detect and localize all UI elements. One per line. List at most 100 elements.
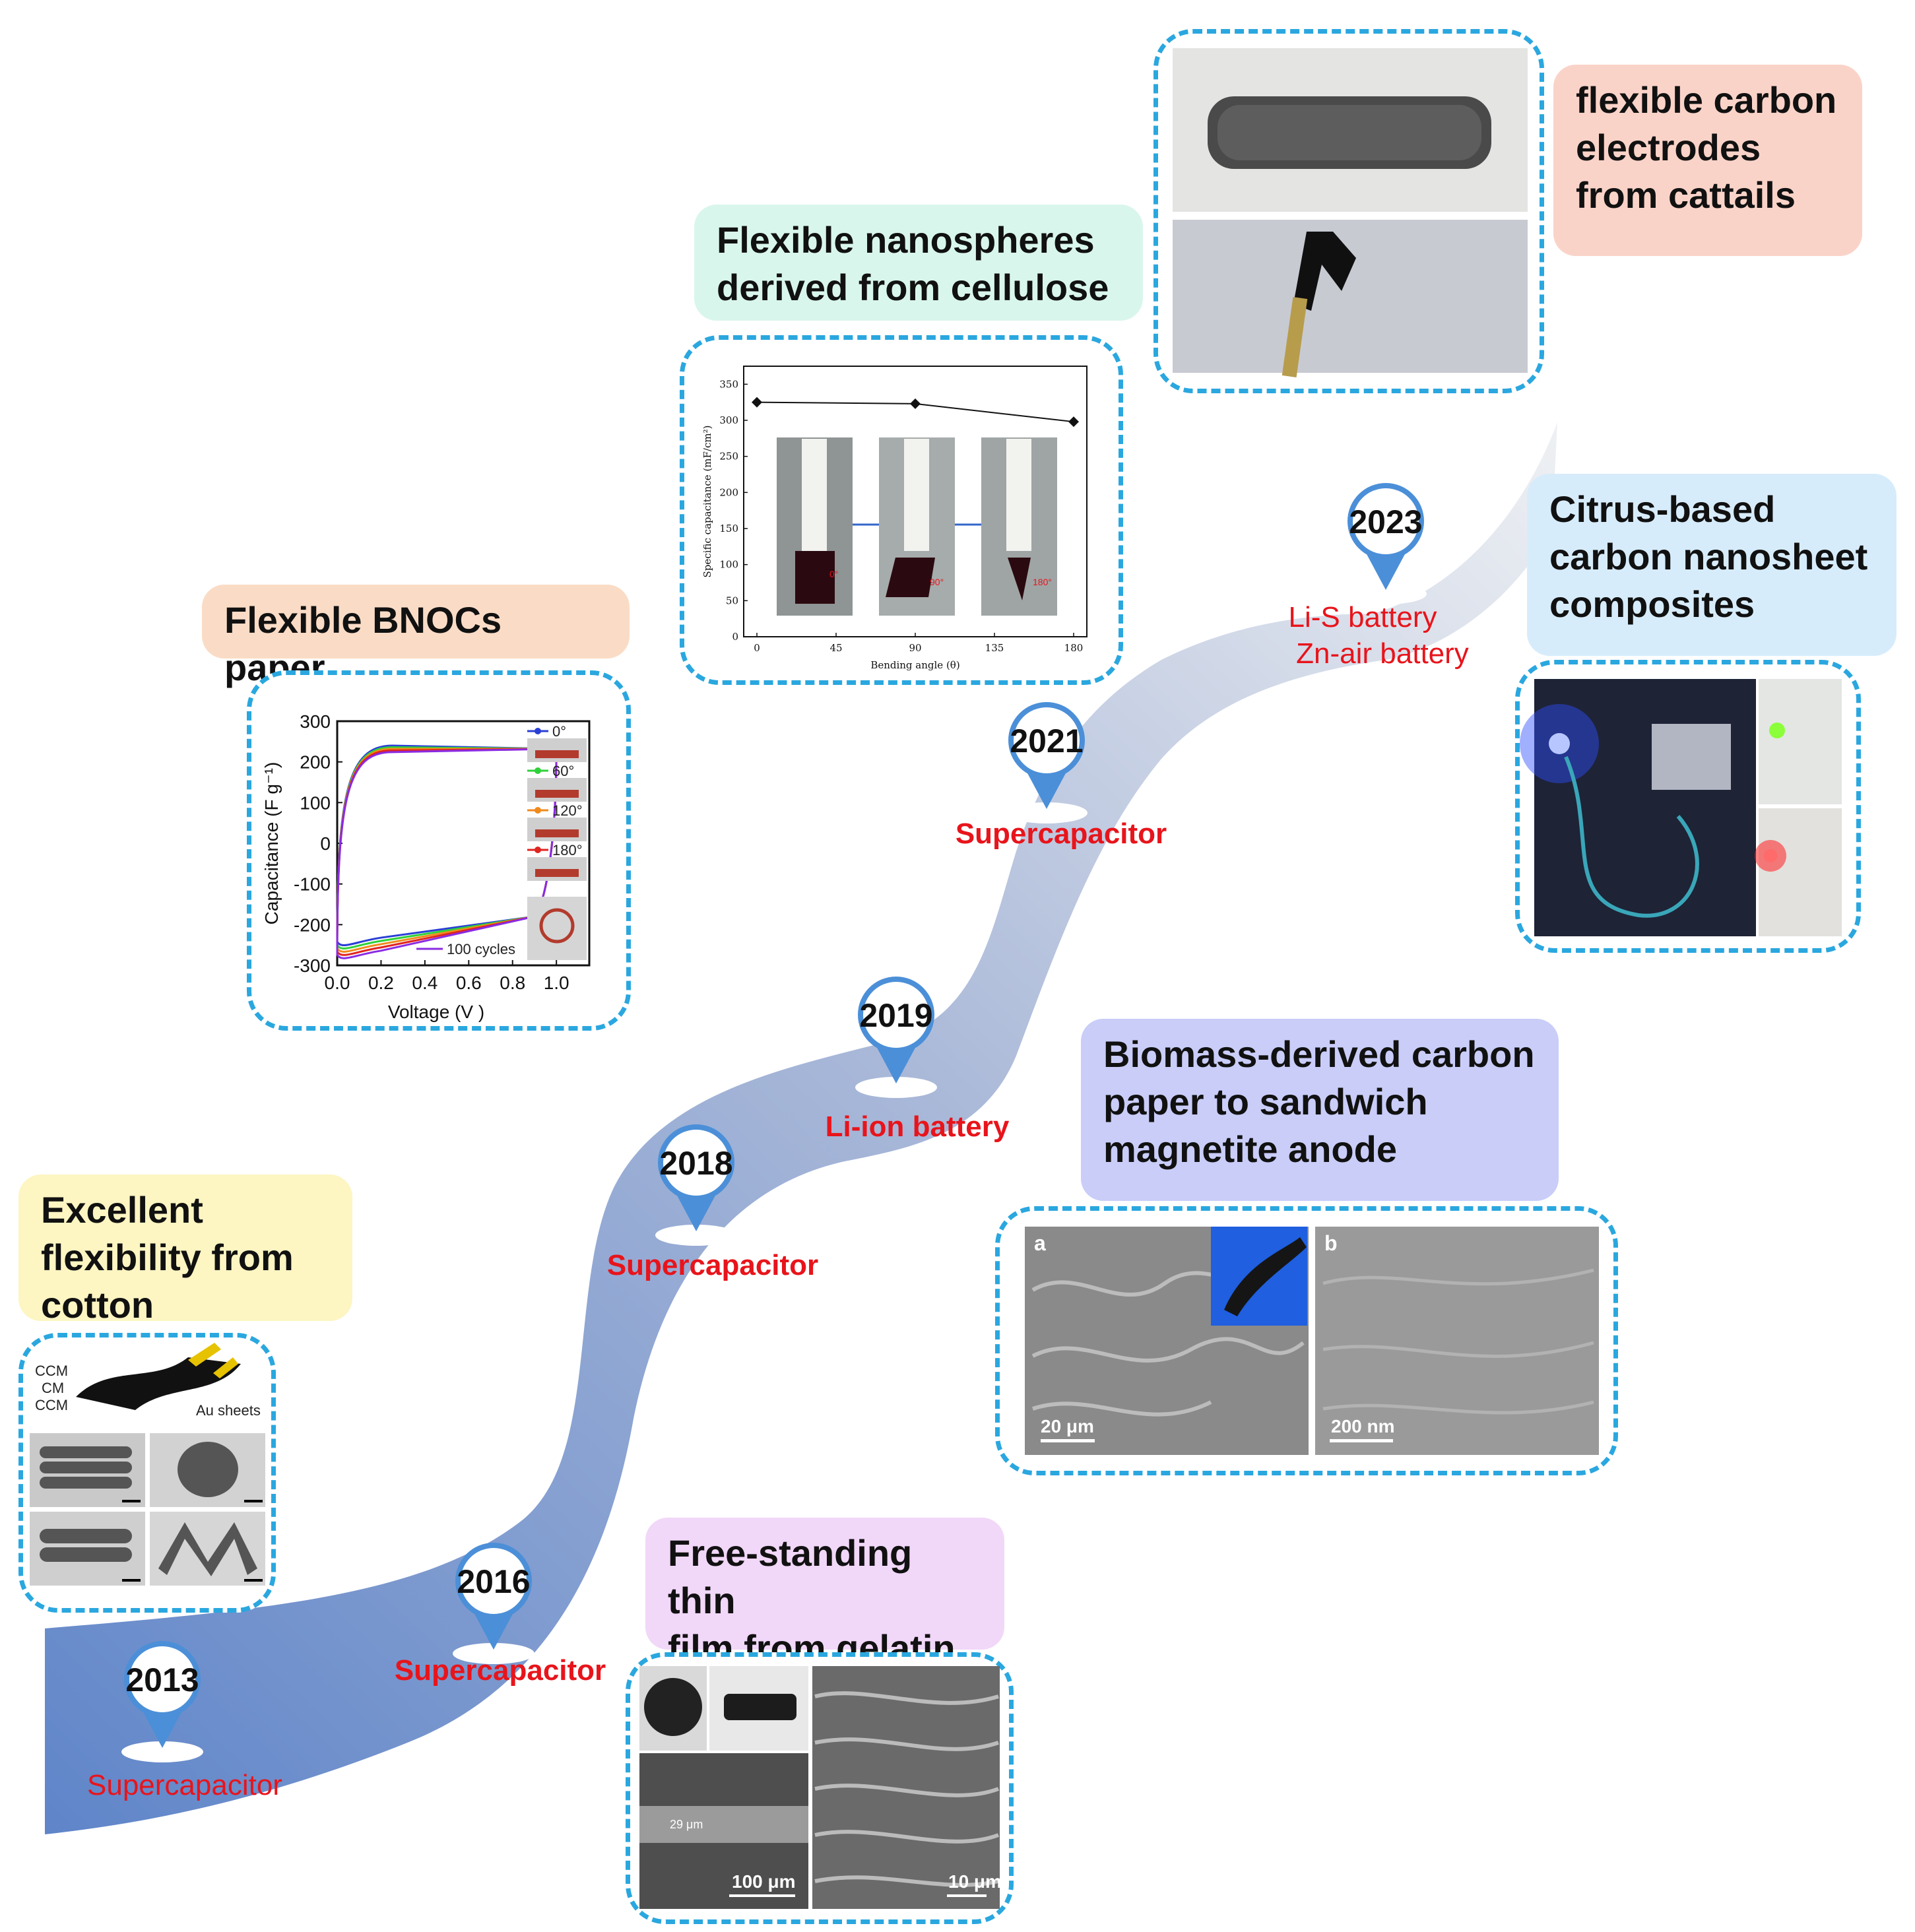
cv-legend-marker bbox=[535, 807, 541, 814]
electrode-180deg bbox=[1008, 558, 1031, 600]
gelatin-figure: 29 μm 100 μm 10 μm bbox=[639, 1666, 1002, 1909]
cv-ytick-label: -200 bbox=[294, 915, 331, 935]
cv-legend-label: 120° bbox=[552, 802, 583, 819]
pin-shadow bbox=[855, 1077, 937, 1098]
au-sheet-2 bbox=[213, 1357, 238, 1378]
pin-shadow bbox=[1006, 802, 1087, 823]
scale-text-gelatin-2: 10 μm bbox=[948, 1871, 1002, 1892]
label-cm: CM bbox=[42, 1380, 64, 1396]
pin-tip bbox=[1366, 553, 1406, 590]
pin-face bbox=[863, 982, 929, 1048]
pin-shadow bbox=[453, 1643, 535, 1664]
pin-shadow bbox=[1345, 583, 1427, 604]
cel-ytick-label: 300 bbox=[719, 414, 738, 426]
scalebar-gelatin-1 bbox=[729, 1894, 795, 1897]
cv-legend-label: 180° bbox=[552, 842, 583, 858]
scale-text-gelatin-1: 100 μm bbox=[732, 1871, 796, 1892]
app-label-2023-line1: Li-S battery bbox=[1289, 601, 1437, 633]
citrus-photo-main bbox=[1534, 679, 1756, 936]
pin-2013: 2013 bbox=[121, 1641, 203, 1762]
app-label-2018: Supercapacitor bbox=[607, 1249, 818, 1281]
inset-carbon-paper bbox=[1224, 1237, 1307, 1316]
cellulose-xlabel: Bending angle (θ) bbox=[870, 659, 959, 671]
app-label-2013: Supercapacitor bbox=[87, 1769, 282, 1801]
citrus-green-led bbox=[1769, 723, 1785, 738]
cotton-stack-layer-1 bbox=[40, 1446, 132, 1458]
cel-xtick-label: 90 bbox=[909, 642, 921, 654]
cel-point bbox=[910, 398, 921, 409]
cotton-wave bbox=[158, 1522, 257, 1576]
pin-tip bbox=[676, 1194, 716, 1231]
citrus-photos bbox=[1520, 679, 1842, 936]
cv-loop-device bbox=[539, 908, 575, 944]
cotton-fold-layer-2 bbox=[40, 1547, 132, 1562]
cv-legend-device bbox=[535, 829, 579, 837]
cv-xtick-label: 0.6 bbox=[456, 973, 482, 993]
cotton-fold-layer-1 bbox=[40, 1529, 132, 1543]
cv-legend-device bbox=[535, 750, 579, 758]
cel-point bbox=[752, 397, 762, 408]
scalebar-4 bbox=[244, 1579, 263, 1582]
app-label-2023-line2: Zn-air battery bbox=[1296, 637, 1469, 670]
biomass-sem: a b 20 μm 200 nm bbox=[1025, 1227, 1599, 1455]
pin-face bbox=[129, 1646, 195, 1712]
cv-ylabel: Capacitance (F g⁻¹) bbox=[261, 762, 282, 925]
pin-2023: 2023 bbox=[1345, 483, 1427, 604]
scalebar-1 bbox=[122, 1500, 141, 1502]
photo-0deg-clip bbox=[802, 439, 827, 551]
thickness-label: 29 μm bbox=[670, 1818, 703, 1831]
cotton-layer-shape bbox=[76, 1357, 241, 1410]
cel-ytick-label: 150 bbox=[719, 523, 738, 534]
pin-2018: 2018 bbox=[655, 1124, 737, 1246]
cv-xtick-label: 1.0 bbox=[544, 973, 569, 993]
cv-curve-3 bbox=[336, 746, 558, 956]
cattails-photos bbox=[1173, 48, 1528, 377]
panel-cattails bbox=[1153, 29, 1544, 393]
angle-label-180: 180° bbox=[1033, 577, 1052, 587]
citrus-wire-1 bbox=[1564, 756, 1699, 918]
citrus-red-led bbox=[1764, 849, 1777, 862]
pin-face bbox=[1014, 707, 1080, 773]
cel-ytick-label: 250 bbox=[719, 451, 738, 463]
year-label: 2018 bbox=[659, 1145, 732, 1182]
sem-b-texture bbox=[1322, 1268, 1594, 1415]
sem-label-b: b bbox=[1324, 1231, 1338, 1255]
gelatin-disc bbox=[644, 1678, 702, 1736]
bending-photos: 0° 90° 180° bbox=[777, 437, 1057, 616]
cv-legend-label-cycles: 100 cycles bbox=[447, 941, 515, 957]
pin-tip bbox=[474, 1613, 513, 1650]
pin-face bbox=[1353, 488, 1419, 554]
cel-ytick-label: 50 bbox=[726, 595, 738, 606]
cv-ytick-label: -100 bbox=[294, 874, 331, 895]
title-bnocs: Flexible BNOCs paper bbox=[202, 585, 630, 688]
year-label: 2016 bbox=[457, 1563, 530, 1600]
electrode-90deg bbox=[886, 558, 935, 597]
cv-legend-device bbox=[535, 790, 579, 798]
pin-shadow bbox=[121, 1741, 203, 1762]
label-ccm-2: CCM bbox=[35, 1397, 68, 1413]
cotton-roll bbox=[178, 1442, 238, 1497]
sem-image-b bbox=[1315, 1227, 1599, 1455]
photo-90deg-clip bbox=[904, 439, 929, 551]
pin-tip bbox=[1027, 772, 1066, 809]
title-gelatin: Free-standing thin film from gelatin bbox=[645, 1518, 1004, 1669]
scalebar-b bbox=[1330, 1439, 1393, 1442]
scalebar-a bbox=[1041, 1439, 1095, 1442]
cv-legend-marker bbox=[535, 767, 541, 774]
gelatin-strip bbox=[724, 1694, 796, 1720]
cv-xlabel: Voltage (V ) bbox=[388, 1002, 484, 1022]
app-label-2019: Li-ion battery bbox=[826, 1111, 1010, 1143]
cv-ytick-label: 200 bbox=[300, 752, 331, 773]
panel-biomass: a b 20 μm 200 nm bbox=[995, 1206, 1618, 1475]
gelatin-layers-texture bbox=[814, 1691, 1000, 1887]
cv-ytick-label: 300 bbox=[300, 711, 331, 732]
sem-label-a: a bbox=[1034, 1231, 1046, 1255]
citrus-photo-red bbox=[1759, 808, 1842, 936]
cel-ytick-label: 100 bbox=[719, 559, 738, 571]
scale-text-b: 200 nm bbox=[1331, 1416, 1395, 1436]
cel-xtick-label: 180 bbox=[1064, 642, 1084, 654]
cv-legend-label: 0° bbox=[552, 723, 566, 740]
cv-ytick-label: 0 bbox=[320, 833, 331, 854]
